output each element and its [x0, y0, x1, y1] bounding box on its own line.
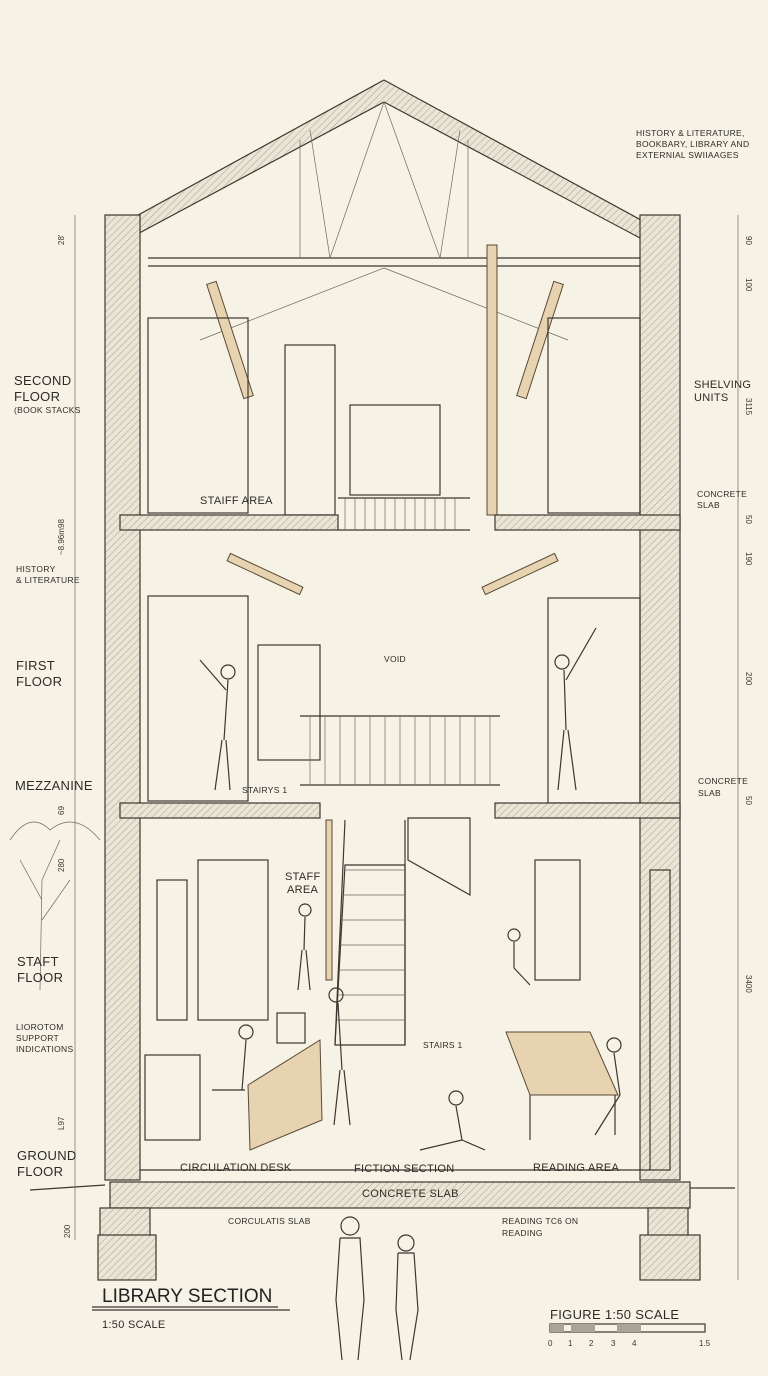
dim-left-5: L97 — [57, 1116, 66, 1130]
dim-left-2: ~8.96m — [57, 528, 66, 555]
wall-panel — [156, 879, 188, 1021]
label-literature: & LITERATURE — [16, 575, 80, 585]
right-wall — [639, 214, 681, 1181]
dim-left-6: 200 — [63, 1224, 72, 1238]
scale-tick: 3 — [611, 1339, 616, 1348]
label-void: VOID — [384, 654, 406, 664]
librarian — [212, 1024, 254, 1091]
balcony-railing — [338, 497, 470, 531]
staff-person — [328, 987, 351, 1126]
label-mezzanine: MEZZANINE — [15, 778, 93, 793]
scale-tick: 2 — [589, 1339, 594, 1348]
label-support-3: INDICATIONS — [16, 1044, 73, 1054]
label-first-floor: FIRST — [16, 658, 55, 673]
circulation-desk — [247, 1039, 323, 1151]
drawing-title: LIBRARY SECTION — [102, 1286, 272, 1307]
mezzanine-railing — [300, 715, 500, 786]
shelf — [547, 597, 641, 804]
note-top-3: EXTERNIAL SWIIAAGES — [636, 150, 739, 160]
shelf — [534, 859, 581, 981]
label-circulation-desk: CIRCULATION DESK — [180, 1162, 292, 1174]
label-staft-floor-2: FLOOR — [17, 970, 63, 985]
person-reaching-left — [199, 659, 236, 791]
shelf — [147, 317, 249, 514]
scale-bar — [549, 1323, 706, 1333]
dim-left-0: 28' — [57, 234, 66, 245]
shelf — [147, 595, 249, 802]
right-footing — [639, 1234, 701, 1281]
label-support-1: LIOROTOM — [16, 1022, 64, 1032]
label-history: HISTORY — [16, 564, 56, 574]
left-footing — [97, 1234, 157, 1281]
tree-sketch — [9, 821, 101, 991]
label-stairys: STAIRYS 1 — [242, 785, 287, 795]
label-ground-floor: GROUND — [17, 1148, 77, 1163]
dim-right-7: 3400 — [744, 975, 753, 993]
label-reading-area: READING AREA — [533, 1162, 619, 1174]
label-stairs: STAIRS 1 — [423, 1040, 463, 1050]
drawing-scale: 1:50 SCALE — [102, 1319, 166, 1331]
note-top-1: HISTORY & LITERATURE, — [636, 128, 745, 138]
roof — [119, 79, 651, 516]
label-fiction-section: FICTION SECTION — [354, 1163, 454, 1175]
shelf — [197, 859, 269, 1021]
scale-tick: 1 — [568, 1339, 573, 1348]
dim-right-2: 3115 — [744, 398, 753, 416]
label-reading-note: READING TC6 ON — [502, 1216, 578, 1226]
dim-right-0: 90 — [744, 236, 753, 245]
label-corculatis-slab: CORCULATIS SLAB — [228, 1216, 311, 1226]
scale-tick: 4 — [632, 1339, 637, 1348]
label-staff-area: STAFF — [285, 871, 321, 883]
note-top-2: BOOKBARY, LIBRARY AND — [636, 139, 749, 149]
reading-table — [505, 1031, 619, 1096]
label-reading-note-2: READING — [502, 1228, 543, 1238]
dim-left-1: 98 — [57, 519, 66, 528]
label-slab-1: CONCRETE — [697, 489, 747, 499]
label-concrete-slab: CONCRETE SLAB — [362, 1188, 459, 1200]
left-wall — [104, 214, 141, 1181]
dim-right-6: 50 — [744, 796, 753, 805]
label-support-2: SUPPORT — [16, 1033, 59, 1043]
walking-person — [297, 903, 312, 991]
dim-right-4: 190 — [744, 552, 753, 566]
scale-tick: 0 — [548, 1339, 553, 1348]
couple-figures — [335, 1216, 419, 1361]
concrete-slab — [109, 1181, 691, 1209]
person-reaching-right — [554, 627, 597, 791]
dim-right-1: 100 — [744, 278, 753, 292]
dim-left-4: 280 — [57, 858, 66, 872]
first-floor-slab — [119, 802, 321, 819]
label-first-floor-2: FLOOR — [16, 674, 62, 689]
figure-label: FIGURE 1:50 SCALE — [550, 1307, 679, 1322]
low-shelf — [144, 1054, 201, 1141]
label-second-floor-2: FLOOR — [14, 389, 60, 404]
label-second-floor: SECOND — [14, 373, 71, 388]
computer — [276, 1012, 306, 1044]
label-shelving-2: UNITS — [694, 392, 729, 404]
second-floor-slab — [119, 514, 339, 531]
dim-left-3: 69 — [57, 806, 66, 815]
label-shelving: SHELVING — [694, 379, 751, 391]
scale-tick: 1.5 — [699, 1339, 711, 1348]
shelf — [547, 317, 641, 514]
label-ground-floor-2: FLOOR — [17, 1164, 63, 1179]
label-book-stacks: (BOOK STACKS — [14, 405, 81, 415]
dim-right-5: 200 — [744, 672, 753, 686]
stool-person — [507, 928, 531, 986]
label-staft-floor: STAFT — [17, 954, 59, 969]
doorway — [257, 644, 321, 761]
label-slab-1b: SLAB — [697, 500, 720, 510]
dim-right-3: 50 — [744, 515, 753, 524]
label-staiff-area: STAIFF AREA — [200, 495, 273, 507]
label-staff-area-2: AREA — [287, 884, 319, 896]
reading-person — [419, 1090, 486, 1151]
seated-reader — [594, 1037, 622, 1136]
label-slab-2: CONCRETE — [698, 776, 748, 786]
label-slab-2b: SLAB — [698, 788, 721, 798]
staircase — [325, 817, 471, 1046]
